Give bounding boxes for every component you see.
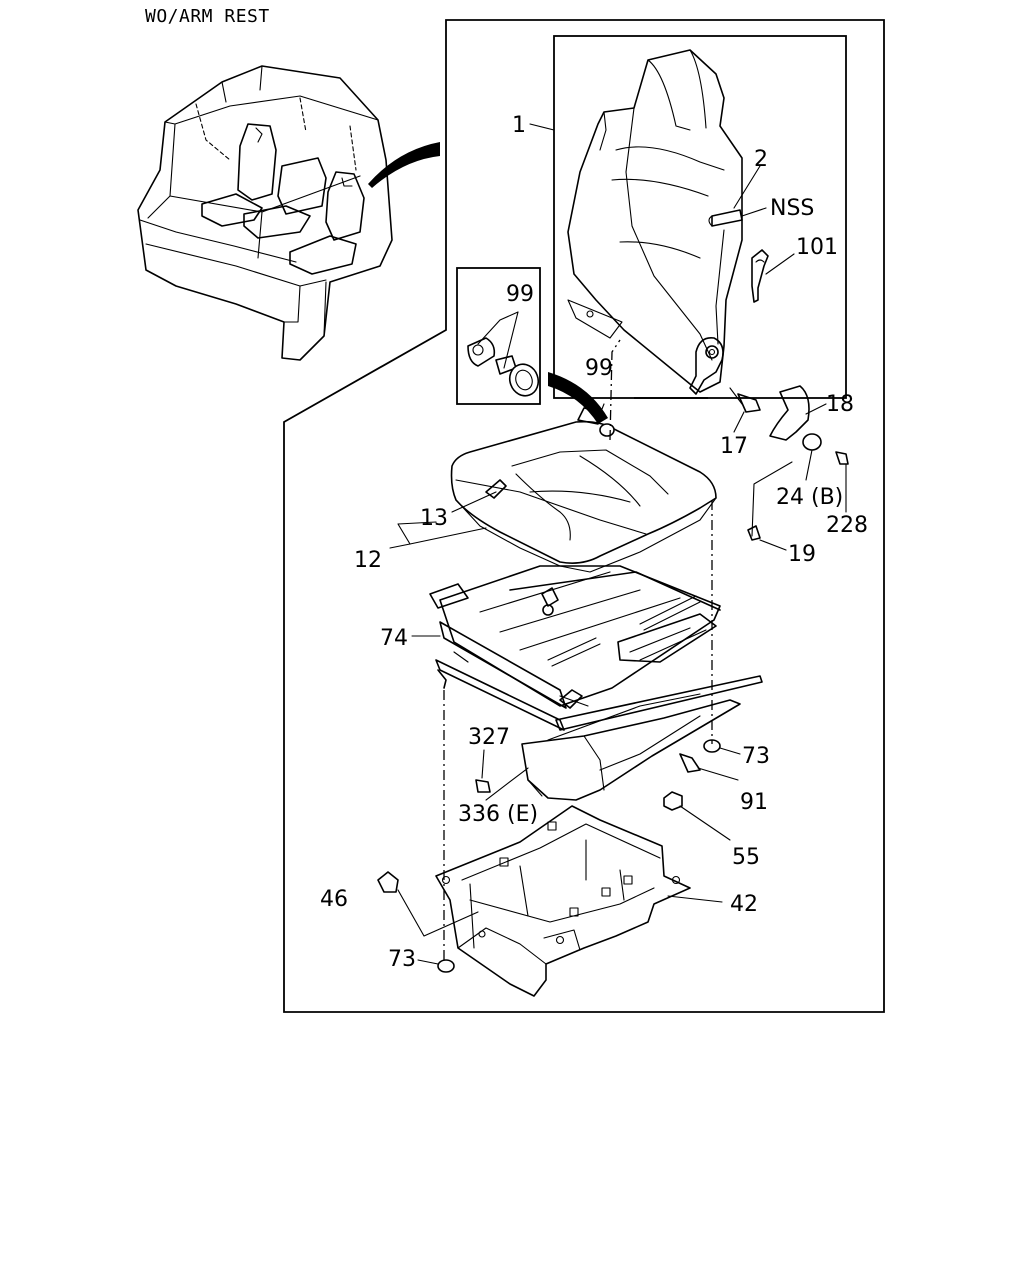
base-bolt-46: [377, 871, 399, 893]
seat-back-drawing: [567, 49, 769, 395]
callout-42: 42: [730, 892, 758, 917]
callout-19: 19: [788, 542, 816, 567]
detail-pointer-arrow: [548, 372, 608, 424]
callout-46: 46: [320, 887, 348, 912]
callout-2: 2: [754, 147, 768, 172]
frame-bolt-91: [679, 753, 701, 773]
callout-12: 12: [354, 548, 382, 573]
callout-228: 228: [826, 513, 868, 538]
callout-336e: 336 (E): [458, 802, 538, 827]
callout-55: 55: [732, 845, 760, 870]
callout-nss: NSS: [770, 196, 814, 221]
callout-91: 91: [740, 790, 768, 815]
alignment-line-knob: [609, 339, 621, 441]
callout-99: 99: [585, 356, 613, 381]
side-screw-327: [475, 779, 491, 793]
leader-lines: [389, 123, 847, 965]
callout-101: 101: [796, 235, 838, 260]
cover-screw-19: [747, 525, 761, 541]
callout-74: 74: [380, 626, 408, 651]
base-nut-55: [663, 791, 683, 811]
cap-screw-228: [835, 451, 849, 465]
callout-327: 327: [468, 725, 510, 750]
callout-labels: 1 2 NSS 101 99 99 18 17 24 (B) 228 19 13…: [320, 113, 868, 972]
callout-24b: 24 (B): [776, 485, 843, 510]
hinge-bolt-17: [729, 387, 761, 413]
callout-73-right: 73: [742, 744, 770, 769]
callout-13: 13: [420, 506, 448, 531]
seat-cushion-drawing: [450, 407, 717, 573]
frame-nut-73-left: [437, 959, 455, 973]
cab-overview-illustration: [137, 65, 440, 361]
assembly-outline: [283, 19, 885, 1013]
callout-18: 18: [826, 392, 854, 417]
headrest-knob-drawing: [467, 311, 540, 397]
cover-cap-24b: [802, 433, 822, 451]
seat-frame-drawing: [429, 565, 763, 741]
callout-99-detail: 99: [506, 282, 534, 307]
side-cover-drawing: [521, 699, 741, 801]
seat-base-drawing: [435, 805, 691, 997]
headrest-knob-detail-box: [456, 267, 541, 405]
callout-1: 1: [512, 113, 526, 138]
callout-17: 17: [720, 434, 748, 459]
callout-73-left: 73: [388, 947, 416, 972]
diagram-heading: WO/ARM REST: [145, 6, 270, 27]
hinge-cover-18: [769, 385, 810, 441]
